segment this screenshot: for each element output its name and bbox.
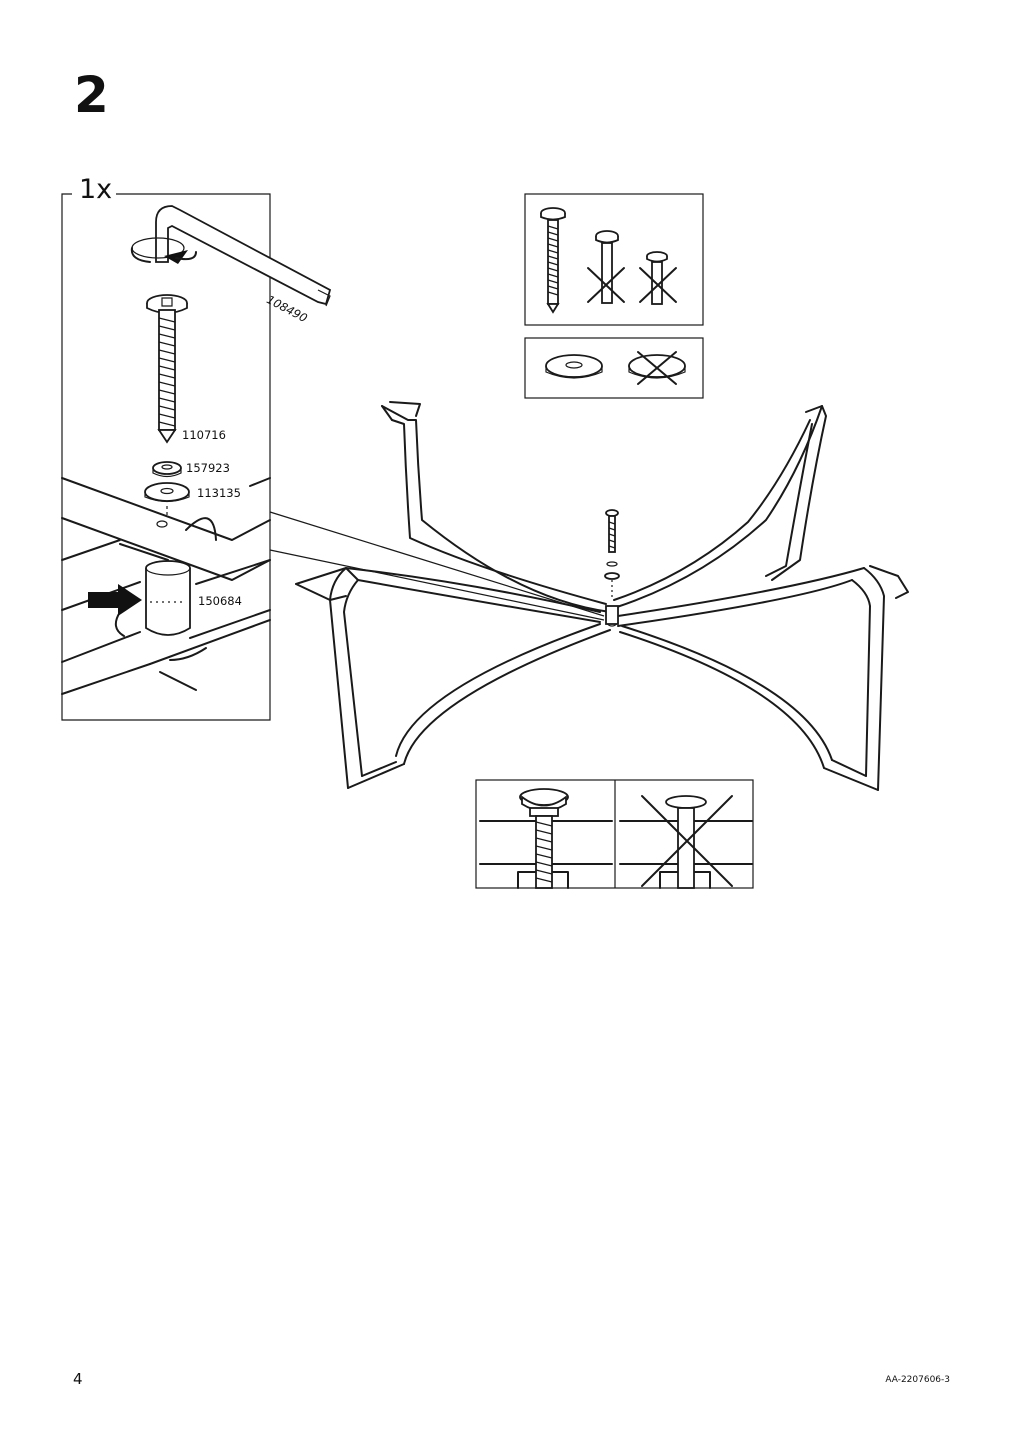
bolt-icon bbox=[146, 294, 188, 444]
quantity-label: 1x bbox=[76, 176, 116, 203]
table-base-frame bbox=[295, 401, 909, 791]
barrel-nut-icon bbox=[145, 560, 191, 636]
tightening-reference-box bbox=[475, 779, 754, 889]
washer-reference-box bbox=[524, 337, 704, 399]
leader-lines bbox=[269, 511, 619, 627]
part-number-spring-washer: 157923 bbox=[186, 461, 230, 475]
detail-panel-frame bbox=[61, 193, 271, 721]
detail-panel bbox=[61, 193, 271, 721]
allen-key-icon bbox=[130, 205, 332, 307]
spring-washer-icon bbox=[152, 461, 182, 478]
part-number-washer: 113135 bbox=[197, 486, 241, 500]
page-number: 4 bbox=[73, 1370, 83, 1388]
center-bolt-icon bbox=[604, 509, 620, 600]
washer-icon bbox=[144, 482, 190, 518]
document-code: AA-2207606-3 bbox=[885, 1375, 950, 1385]
part-number-bolt: 110716 bbox=[182, 428, 226, 442]
part-number-barrel-nut: 150684 bbox=[198, 594, 242, 608]
step-number: 2 bbox=[74, 66, 109, 124]
bolt-reference-box bbox=[524, 193, 704, 326]
push-arrow-icon bbox=[88, 584, 142, 616]
